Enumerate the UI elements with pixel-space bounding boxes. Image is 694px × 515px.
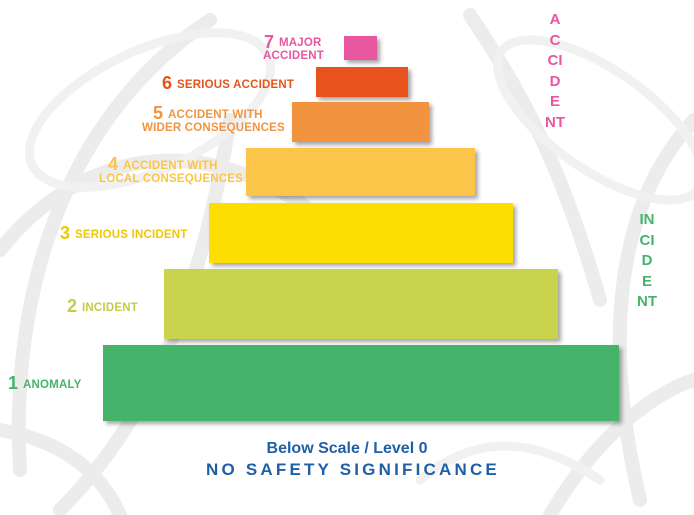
level-2-text: INCIDENT: [82, 302, 138, 314]
accident-side-label: ACCIDENT: [545, 11, 565, 131]
level-3-bar: [209, 203, 513, 263]
level-5-label: 5 ACCIDENT WITH WIDER CONSEQUENCES: [142, 103, 285, 134]
level-2-bar: [164, 269, 558, 339]
level-7-number: 7: [264, 32, 275, 52]
level-4-bar: [246, 148, 475, 196]
level-3-number: 3: [60, 223, 71, 243]
level-7-text-line2: ACCIDENT: [263, 49, 325, 62]
level-5-number: 5: [153, 103, 164, 123]
level-7-label: 7 MAJOR ACCIDENT: [263, 32, 325, 62]
level-1-text: ANOMALY: [23, 379, 82, 391]
level-4-text-line2: LOCAL CONSEQUENCES: [99, 172, 243, 185]
level-4-text-line1: ACCIDENT WITH: [123, 160, 218, 172]
below-scale-title: Below Scale / Level 0: [266, 440, 428, 457]
level-1-bar: [103, 345, 619, 421]
level-5-bar: [292, 102, 429, 142]
level-7-text-line1: MAJOR: [279, 37, 322, 49]
level-2-number: 2: [67, 296, 78, 316]
level-6-text: SERIOUS ACCIDENT: [177, 79, 295, 91]
level-1-label: 1 ANOMALY: [8, 373, 82, 394]
no-safety-significance-text: NO SAFETY SIGNIFICANCE: [206, 460, 500, 479]
incident-side-label: INCIDENT: [637, 211, 657, 310]
level-6-number: 6: [162, 73, 173, 93]
level-3-label: 3 SERIOUS INCIDENT: [60, 223, 188, 244]
level-4-number: 4: [108, 154, 119, 174]
level-6-bar: [316, 67, 408, 97]
level-4-label: 4 ACCIDENT WITH LOCAL CONSEQUENCES: [99, 154, 243, 185]
level-6-label: 6 SERIOUS ACCIDENT: [162, 73, 295, 94]
level-5-text-line1: ACCIDENT WITH: [168, 109, 263, 121]
level-5-text-line2: WIDER CONSEQUENCES: [142, 121, 285, 134]
level-1-number: 1: [8, 373, 19, 393]
level-2-label: 2 INCIDENT: [67, 296, 138, 317]
level-7-bar: [344, 36, 377, 60]
level-3-text: SERIOUS INCIDENT: [75, 229, 188, 241]
